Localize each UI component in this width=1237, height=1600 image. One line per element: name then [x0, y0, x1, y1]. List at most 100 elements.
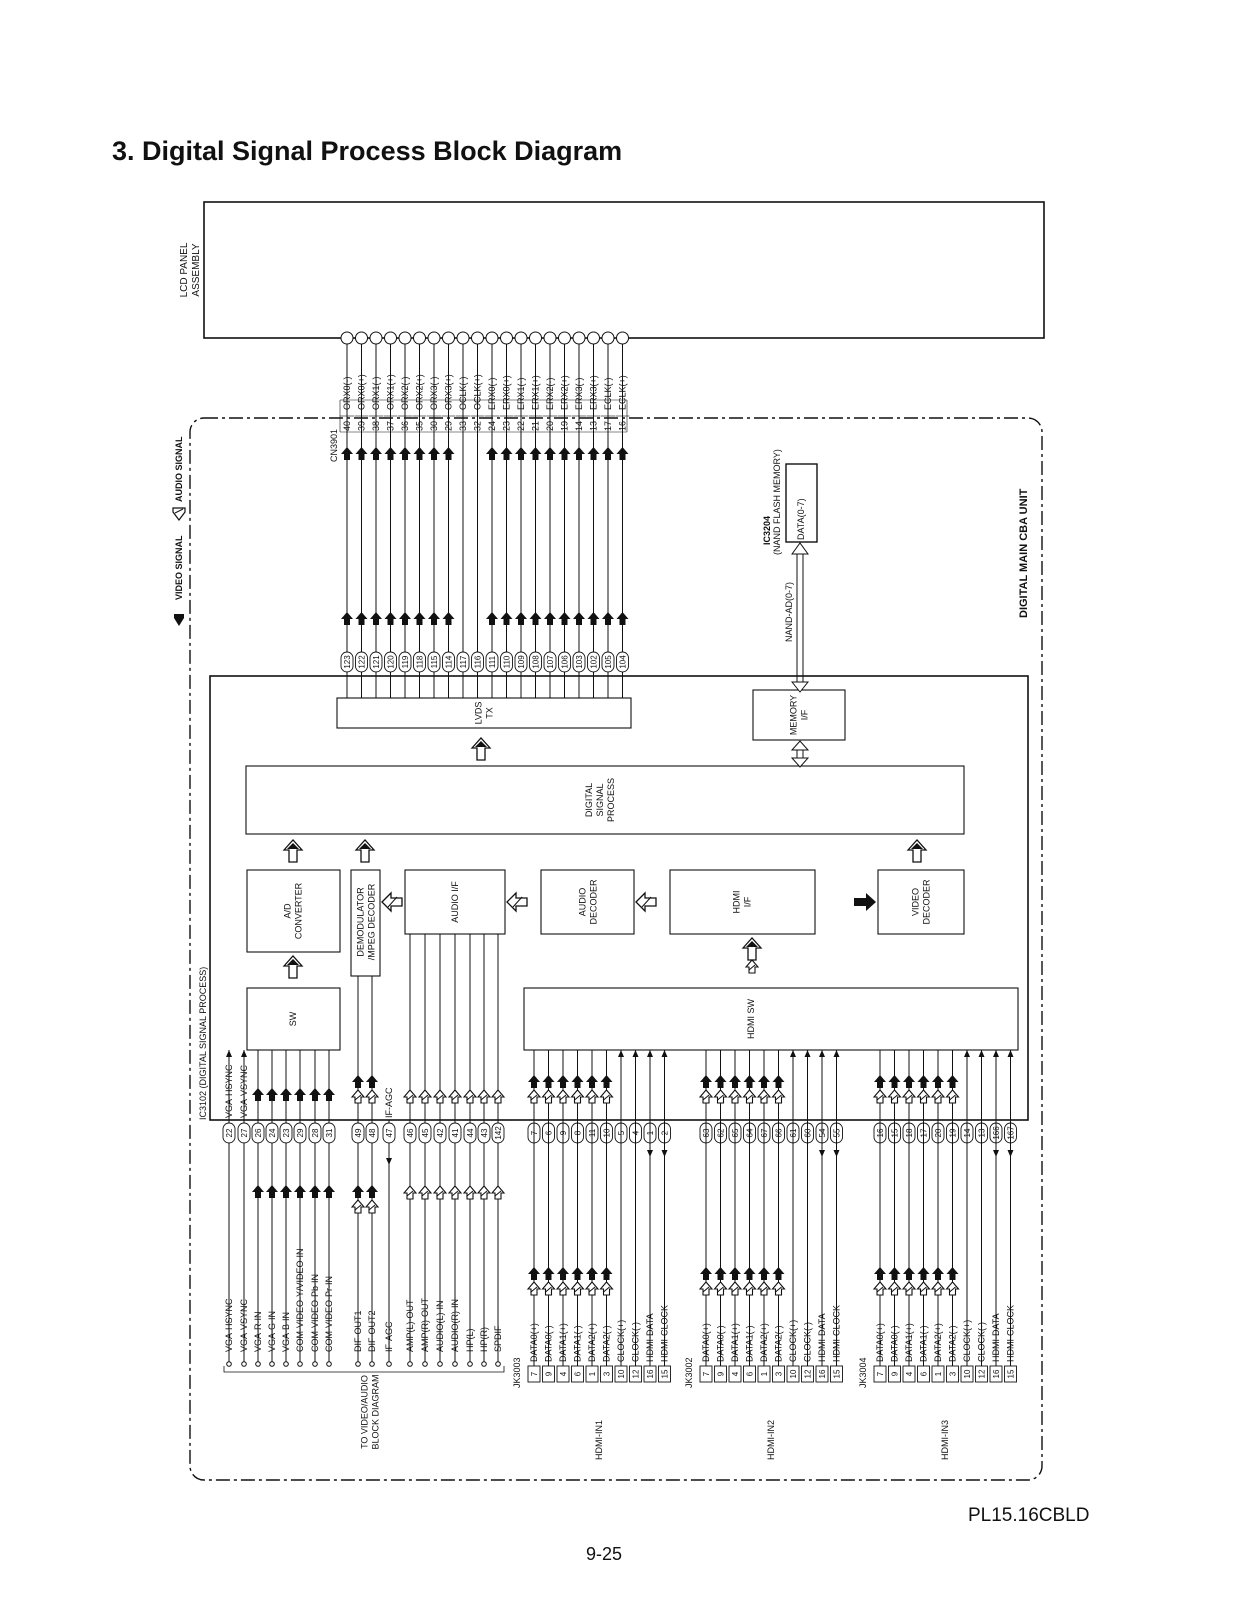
jack-pin-number: 16 [818, 1369, 827, 1378]
ic-pin-number: 42 [436, 1128, 445, 1137]
ic-pin-number [616, 651, 629, 673]
video-arrow [917, 1075, 930, 1088]
ic-pin-number [572, 651, 586, 673]
audio-arrow [599, 1281, 614, 1296]
ic-pin-number [251, 1122, 265, 1144]
video-arrow [586, 1267, 598, 1280]
audio-arrow [526, 1281, 542, 1296]
video-arrow [888, 1075, 901, 1088]
video-arrow-hdmisw-hdmiif [741, 937, 763, 961]
lcd-pin-name: ORX0(-) [342, 376, 352, 410]
signal-arrow [647, 1150, 653, 1157]
video-arrow [352, 1075, 364, 1088]
video-signal-legend-icon [174, 614, 184, 626]
memory-if-label: I/F [800, 709, 810, 720]
jack-pin-number: 9 [717, 1371, 726, 1376]
audio-arrow [872, 1089, 888, 1104]
signal-terminal [467, 1361, 473, 1367]
audio-arrow [599, 1089, 614, 1104]
hdmi-signal-name: HDMI-CLOCK [660, 1305, 670, 1362]
audio-arrow [756, 1281, 772, 1296]
jack-pin [643, 1365, 657, 1383]
hdmi-signal-name: HDMI-CLOCK [832, 1305, 842, 1362]
lcd-pin-terminal [398, 331, 412, 345]
jack-pin [714, 1365, 727, 1383]
audio-arrow [476, 1185, 492, 1200]
jack-pin-number: 6 [920, 1371, 929, 1376]
ic-pin-number [351, 1122, 365, 1144]
ic-pin-number: 115 [430, 655, 439, 668]
video-arrow [528, 1267, 540, 1280]
memory-if-label: MEMORY [789, 695, 799, 735]
signal-name: HP(R) [479, 1327, 489, 1352]
video-arrow [932, 1075, 944, 1088]
video-arrow [743, 1075, 756, 1088]
video-arrow [323, 1185, 335, 1198]
ic-pin-number: 29 [296, 1128, 305, 1137]
lcd-pin-terminal [384, 331, 397, 345]
hdmi-signal-name: DATA1(-) [745, 1325, 755, 1362]
video-arrow [714, 1075, 727, 1088]
ic-pin-number [265, 1122, 279, 1144]
video-arrow [366, 1185, 378, 1198]
signal-arrow [819, 1150, 825, 1157]
audio-arrow [916, 1089, 931, 1104]
audio-arrow [771, 1089, 786, 1104]
ad-converter-box [246, 869, 341, 953]
audio-arrow [698, 1089, 714, 1104]
jack-pin [556, 1365, 570, 1383]
video-arrow [903, 1267, 915, 1280]
ic-pin-number: 122 [358, 655, 367, 669]
signal-name: HP(L) [465, 1328, 475, 1352]
audio-arrow [901, 1281, 917, 1296]
signal-arrow [632, 1050, 639, 1057]
video-arrow [714, 1267, 727, 1280]
video-signal-legend: VIDEO SIGNAL [174, 535, 184, 600]
hdmi-input-label: HDMI-IN2 [766, 1420, 776, 1460]
video-arrow [557, 1075, 569, 1088]
signal-terminal [407, 1361, 413, 1367]
ic-pin-number: 26 [254, 1128, 263, 1137]
ic-pin-number [456, 651, 470, 673]
video-arrow [399, 447, 411, 460]
video-arrow [557, 1267, 569, 1280]
audio-arrow-hdmisw-hdmiif [744, 959, 760, 974]
lcd-pin-number: 24 [487, 421, 497, 431]
audio-arrow [417, 1089, 433, 1104]
audio-arrow [364, 1089, 380, 1104]
video-arrow [772, 1075, 785, 1088]
lcd-pin-name: ERX2(+) [560, 375, 570, 410]
audio-arrow [945, 1281, 960, 1296]
video-arrow [917, 1267, 930, 1280]
lcd-pin-name: OCLK(+) [473, 374, 483, 410]
jack-pin-number: 12 [804, 1369, 813, 1378]
video-arrow [428, 612, 440, 625]
video-arrow [587, 612, 600, 625]
lcd-pin-terminal [413, 331, 426, 345]
jack-pin [629, 1365, 642, 1383]
ic3102-label: IC3102 (DIGITAL SIGNAL PROCESS) [198, 967, 208, 1120]
signal-arrow [1007, 1050, 1014, 1057]
hdmi-sw-box [523, 987, 1019, 1051]
jack-pin [946, 1365, 959, 1383]
to-block-label: BLOCK DIAGRAM [371, 1374, 381, 1449]
video-arrow [384, 612, 397, 625]
video-arrow [323, 1088, 335, 1101]
lcd-pin-number: 22 [516, 421, 526, 431]
video-arrow-ad-dsp [287, 843, 299, 849]
video-arrow-videodec-dsp [906, 839, 928, 863]
jack-pin-number: 3 [603, 1371, 612, 1376]
digital-main-cba-label: DIGITAL MAIN CBA UNIT [1018, 488, 1030, 618]
video-arrow [544, 612, 556, 625]
dsp-label: PROCESS [606, 778, 616, 822]
lcd-pin-terminal [601, 331, 615, 345]
jack-pin-number: 10 [617, 1369, 626, 1378]
lcd-pin-number: 17 [603, 421, 613, 431]
audio-arrow [584, 1089, 600, 1104]
signal-arrow [647, 1050, 653, 1057]
inner-signal-name: VGA-HSYNC [224, 1064, 234, 1118]
jack-pin-number: 4 [559, 1371, 568, 1376]
signal-arrow [661, 1050, 668, 1057]
ic-pin-number: 114 [445, 655, 454, 668]
ic-pin-number: 121 [372, 655, 381, 669]
